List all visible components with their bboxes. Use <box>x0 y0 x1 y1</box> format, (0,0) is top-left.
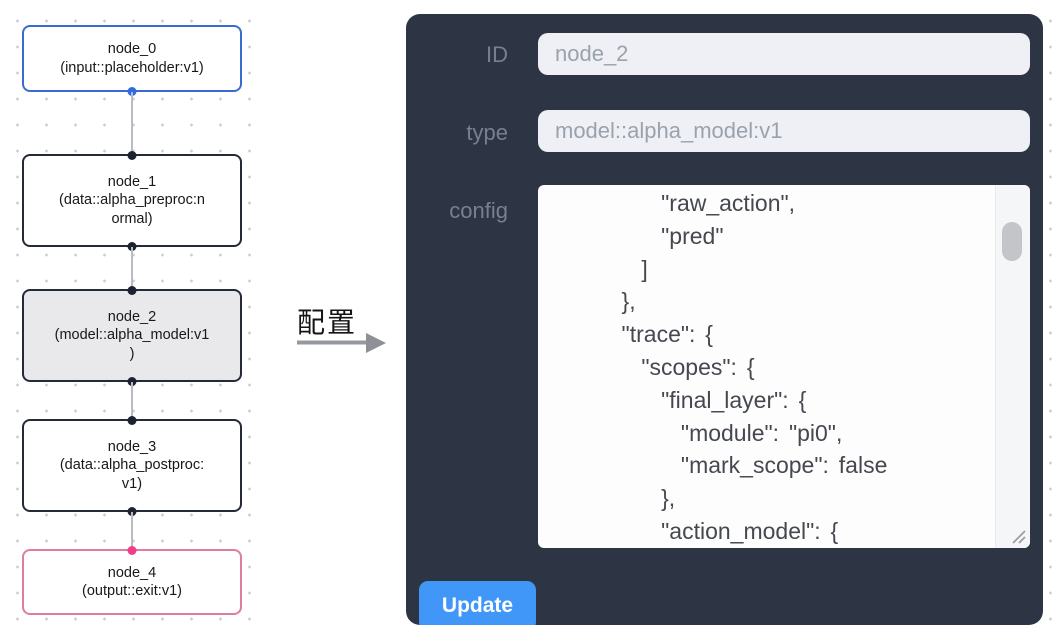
node-label-line: (data::alpha_postproc: <box>59 457 205 474</box>
node-config-panel: ID type config "raw_action", "pred" ] },… <box>406 14 1043 625</box>
flow-canvas: node_0(input::placeholder:v1)node_1(data… <box>0 0 263 643</box>
flow-node-node_0[interactable]: node_0(input::placeholder:v1) <box>22 25 242 96</box>
transfer-label: 配置 <box>297 307 358 338</box>
node-label-line: ormal) <box>111 210 153 227</box>
flow-edge <box>131 92 133 154</box>
scrollbar-thumb[interactable] <box>1002 222 1022 261</box>
input-handle[interactable] <box>127 285 137 295</box>
flow-node-node_3[interactable]: node_3(data::alpha_postproc:v1) <box>22 415 242 516</box>
flow-edge <box>131 247 133 289</box>
output-handle[interactable] <box>127 86 137 96</box>
output-handle[interactable] <box>127 506 137 516</box>
input-handle[interactable] <box>127 415 137 425</box>
node-label-line: node_2 <box>107 308 157 325</box>
flow-node-node_4[interactable]: node_4(output::exit:v1) <box>22 545 242 615</box>
node-label-line: (input::placeholder:v1) <box>60 59 204 76</box>
id-input[interactable] <box>538 33 1030 75</box>
node-label-line: v1) <box>121 475 143 492</box>
config-json-text: "raw_action", "pred" ] }, "trace": { "sc… <box>621 190 888 544</box>
config-field-label: config <box>449 198 508 223</box>
scrollbar[interactable] <box>995 185 1030 548</box>
node-label-line: node_1 <box>107 173 157 190</box>
right-arrow-icon <box>297 333 386 353</box>
output-handle[interactable] <box>127 376 137 386</box>
type-input[interactable] <box>538 110 1030 152</box>
flow-edge <box>131 512 133 549</box>
node-label-line: ) <box>129 345 135 362</box>
node-label-line: (output::exit:v1) <box>82 583 182 599</box>
node-label-line: (model::alpha_model:v1 <box>54 327 210 344</box>
node-label-line: node_0 <box>107 41 157 57</box>
node-label-line: node_4 <box>107 564 157 581</box>
config-textarea[interactable]: "raw_action", "pred" ] }, "trace": { "sc… <box>538 185 1030 548</box>
node-label-line: (data::alpha_preproc:n <box>59 192 205 209</box>
input-handle[interactable] <box>127 545 137 555</box>
flow-edge <box>131 382 133 419</box>
input-handle[interactable] <box>127 150 137 160</box>
id-field-label: ID <box>486 42 508 67</box>
output-handle[interactable] <box>127 241 137 251</box>
node-label-line: node_3 <box>107 438 157 455</box>
type-field-label: type <box>466 120 508 145</box>
flow-node-node_2[interactable]: node_2(model::alpha_model:v1) <box>22 285 242 386</box>
resize-handle-icon[interactable] <box>1009 527 1027 545</box>
update-button[interactable]: Update <box>419 581 536 625</box>
